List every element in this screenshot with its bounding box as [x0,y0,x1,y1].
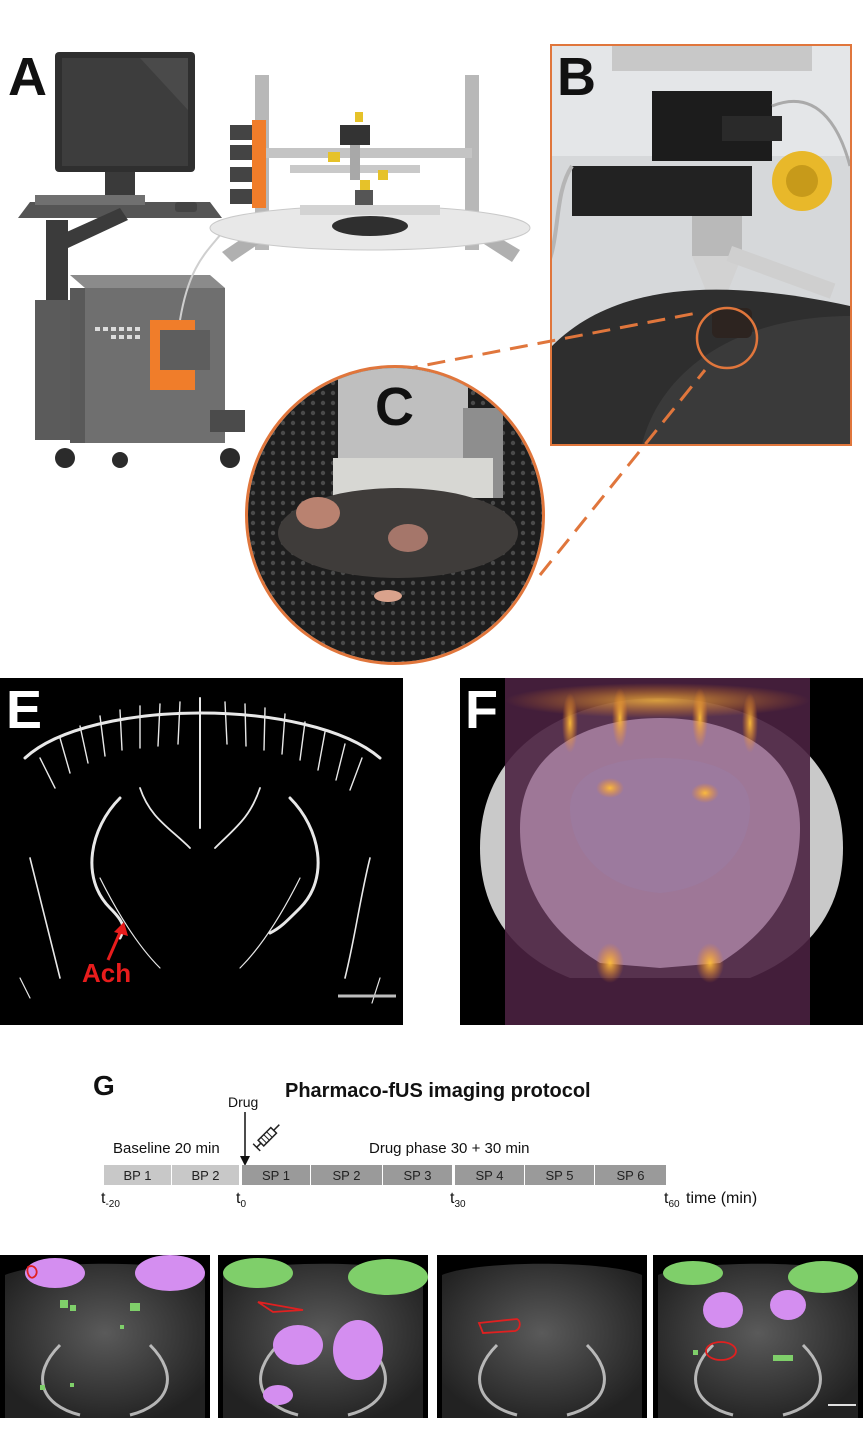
segment-sp6: SP 6 [595,1165,666,1185]
segment-sp4: SP 4 [455,1165,525,1185]
panel-f [460,678,863,1025]
segment-sp1: SP 1 [242,1165,311,1185]
panel-c-label: C [375,377,414,437]
zoom-circle [695,306,759,370]
panel-f-label: F [465,680,498,740]
ach-annotation: Ach [82,958,132,988]
segment-bp2: BP 2 [172,1165,240,1185]
tick-t-60: t60 time (min) [664,1190,758,1211]
segment-bp1: BP 1 [104,1165,172,1185]
mouse-closeup-photo [248,368,542,662]
activation-map-2-image [223,1258,428,1418]
panel-e [0,678,403,1025]
activation-map-3 [437,1255,647,1418]
baseline-label: Baseline 20 min [113,1140,220,1157]
segment-sp3: SP 3 [383,1165,453,1185]
panel-e-label: E [6,680,43,740]
tick-t-0: t0 [236,1190,247,1211]
drug-phase-label: Drug phase 30 + 30 min [369,1140,530,1157]
activation-map-4-image [658,1261,858,1418]
segment-sp5: SP 5 [525,1165,595,1185]
syringe-icon [252,1124,280,1152]
vascular-map [19,697,396,1004]
panel-b-label: B [557,47,596,107]
activation-map-2 [218,1255,428,1418]
panel-b [550,44,852,446]
tick-t-30: t30 [450,1190,466,1211]
atlas-overlay [480,678,843,1025]
drug-label: Drug [228,1094,259,1110]
activation-map-1 [0,1255,210,1418]
panel-a [0,30,540,480]
time-axis-label: time (min) [686,1190,758,1207]
activation-map-4 [653,1255,863,1418]
activation-map-3-image [442,1263,642,1418]
zoom-connector-lines [399,311,707,576]
drug-arrow [240,1112,250,1166]
panel-g-label: G [93,1070,115,1101]
rig-photo [552,46,850,444]
panel-a-label: A [8,47,47,107]
activation-map-1-image [5,1255,205,1418]
fus-scanner-illustration [18,52,531,468]
segment-sp2: SP 2 [311,1165,383,1185]
panel-c [245,365,545,665]
protocol-title: Pharmaco-fUS imaging protocol [285,1080,591,1102]
tick-t-minus-20: t-20 [101,1190,120,1211]
timeline-bar: BP 1 BP 2 SP 1 SP 2 SP 3 SP 4 SP 5 SP 6 [104,1165,666,1185]
